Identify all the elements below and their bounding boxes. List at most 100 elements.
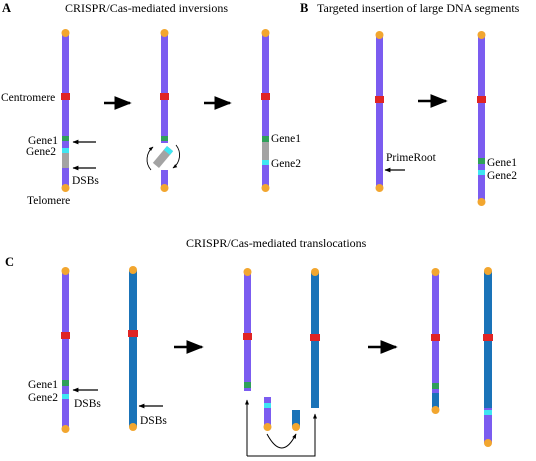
gene2-band bbox=[478, 170, 485, 175]
telomere-bottom bbox=[375, 184, 384, 192]
chromosome-c2-purple bbox=[243, 268, 252, 391]
chromosome-a3 bbox=[261, 29, 270, 192]
centromere bbox=[160, 93, 169, 100]
centromere bbox=[431, 334, 440, 341]
telomere-bottom bbox=[61, 184, 70, 192]
chromosome-arm bbox=[129, 270, 137, 427]
gene1-band bbox=[432, 383, 439, 389]
dsbs-label: DSBs bbox=[140, 415, 167, 427]
gene1-label: Gene1 bbox=[487, 157, 517, 169]
purple-fragment bbox=[263, 397, 272, 431]
gene1-band bbox=[161, 136, 168, 141]
chromosome-arm bbox=[432, 272, 439, 393]
telomere-bottom bbox=[431, 406, 440, 414]
telomere-top bbox=[61, 29, 70, 37]
telomere-label: Telomere bbox=[27, 195, 70, 207]
blue-fragment bbox=[292, 410, 300, 431]
telomere-bottom bbox=[484, 439, 492, 447]
chromosome-b1 bbox=[375, 31, 384, 192]
rotating-segment bbox=[152, 146, 174, 168]
chromosome-c1-purple bbox=[61, 267, 70, 433]
gene1-band bbox=[62, 136, 69, 141]
gene2-band bbox=[62, 394, 69, 399]
rotation-arrow bbox=[172, 144, 180, 169]
chromosome-arm bbox=[478, 35, 485, 202]
chromosome-arm bbox=[262, 33, 269, 188]
gene1-band bbox=[262, 136, 269, 142]
panel-b: B Targeted insertion of large DNA segmen… bbox=[300, 1, 520, 206]
chromosome-arm bbox=[161, 33, 168, 143]
centromere bbox=[483, 334, 493, 341]
chromosome-arm bbox=[62, 271, 69, 429]
translocated-segment bbox=[484, 408, 492, 443]
centromere bbox=[61, 93, 70, 100]
chromosome-arm bbox=[376, 35, 383, 188]
centromere bbox=[61, 332, 70, 339]
panel-c: C CRISPR/Cas-mediated translocations Gen… bbox=[5, 236, 493, 457]
gene2-label: Gene2 bbox=[26, 146, 56, 158]
panel-a-letter: A bbox=[2, 1, 11, 15]
gene1-label: Gene1 bbox=[28, 379, 58, 391]
rotation-arrow bbox=[146, 146, 154, 171]
dsbs-label: DSBs bbox=[72, 175, 99, 187]
telomere-top bbox=[61, 267, 70, 275]
inverted-segment bbox=[262, 142, 269, 160]
gene1-band bbox=[244, 382, 251, 388]
dsbs-label: DSBs bbox=[74, 398, 101, 410]
gene1-band bbox=[478, 158, 485, 164]
telomere-top bbox=[243, 268, 252, 276]
telomere-bottom bbox=[263, 423, 272, 431]
panel-a: A CRISPR/Cas-mediated inversions Centrom… bbox=[1, 1, 301, 207]
centromere bbox=[128, 330, 138, 337]
inversion-segment bbox=[62, 153, 69, 168]
telomere-bottom bbox=[61, 425, 70, 433]
gene2-band bbox=[264, 403, 271, 408]
chromosome-arm bbox=[161, 170, 168, 188]
telomere-top bbox=[311, 268, 319, 276]
centromere-label: Centromere bbox=[1, 92, 55, 104]
telomere-top bbox=[484, 267, 492, 275]
telomere-bottom bbox=[477, 198, 486, 206]
chromosome-c1-blue bbox=[128, 266, 138, 431]
telomere-bottom bbox=[261, 184, 270, 192]
telomere-top bbox=[431, 268, 440, 276]
gene2-band bbox=[484, 410, 492, 415]
panel-b-letter: B bbox=[300, 1, 308, 15]
gene2-label: Gene2 bbox=[28, 392, 58, 404]
telomere-top bbox=[375, 31, 384, 39]
telomere-top bbox=[477, 31, 486, 39]
telomere-bottom bbox=[160, 184, 169, 192]
chromosome-arm bbox=[244, 272, 251, 391]
gene1-label: Gene1 bbox=[271, 133, 301, 145]
gene1-band bbox=[62, 380, 69, 386]
chromosome-arm bbox=[62, 168, 69, 188]
chromosome-c3-blue bbox=[483, 267, 493, 447]
chromosome-c3-purple bbox=[431, 268, 440, 414]
gene2-band bbox=[262, 160, 269, 165]
centromere bbox=[310, 334, 320, 341]
gene2-band bbox=[62, 148, 69, 153]
telomere-bottom bbox=[292, 423, 300, 431]
centromere bbox=[243, 333, 252, 340]
telomere-top bbox=[129, 266, 137, 274]
translocated-segment bbox=[432, 393, 439, 410]
panel-c-letter: C bbox=[5, 255, 14, 269]
chromosome-arm bbox=[62, 33, 69, 168]
primeroot-label: PrimeRoot bbox=[386, 152, 437, 164]
telomere-top bbox=[261, 29, 270, 37]
gene2-label: Gene2 bbox=[271, 158, 301, 170]
chromosome-a2 bbox=[146, 29, 180, 192]
gene1-label: Gene1 bbox=[28, 135, 58, 147]
telomere-bottom bbox=[129, 423, 137, 431]
telomere-top bbox=[160, 29, 169, 37]
centromere bbox=[261, 93, 270, 100]
gene2-label: Gene2 bbox=[487, 170, 517, 182]
panel-b-title: Targeted insertion of large DNA segments bbox=[317, 1, 520, 15]
exchange-arrow bbox=[247, 413, 317, 457]
panel-a-title: CRISPR/Cas-mediated inversions bbox=[65, 1, 228, 15]
chromosome-b2 bbox=[477, 31, 486, 206]
centromere bbox=[477, 96, 486, 103]
chromosome-a1 bbox=[61, 29, 70, 192]
chromosome-c2-blue bbox=[310, 268, 320, 408]
